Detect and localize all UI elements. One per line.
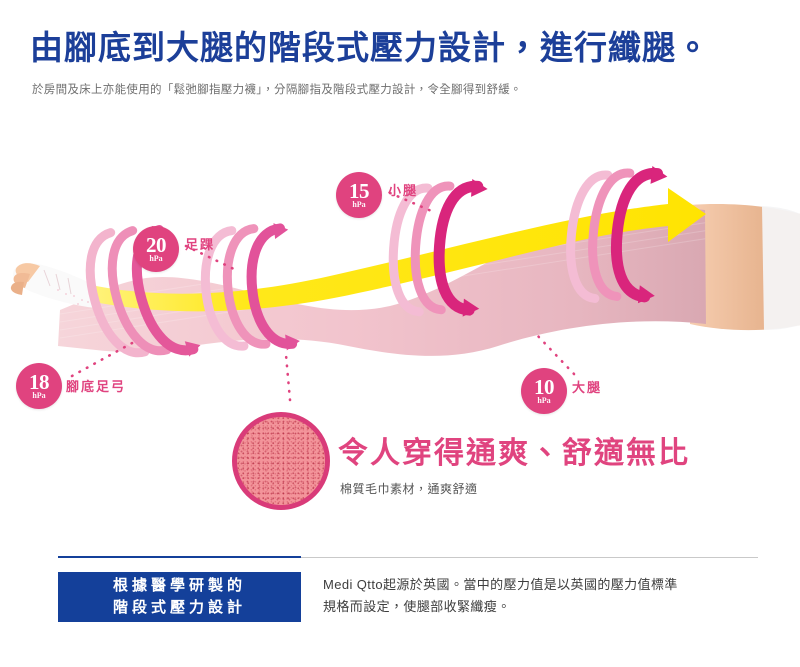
section-divider <box>58 557 758 558</box>
footer-tag: 根據醫學研製的 階段式壓力設計 <box>58 572 301 622</box>
page-subtitle: 於房間及床上亦能使用的「鬆弛腳指壓力襪」，分隔腳指及階段式壓力設計，令全腳得到舒… <box>32 84 522 96</box>
section-divider-accent <box>58 556 301 558</box>
footer-description-line2: 規格而設定，使腿部收緊纖瘦。 <box>323 599 511 614</box>
leader-swatch <box>284 353 292 402</box>
callout-unit-sole: hPa <box>32 391 46 400</box>
leader-thigh <box>534 332 576 376</box>
page-title: 由腳底到大腿的階段式壓力設計，進行纖腿。 <box>30 29 710 66</box>
callout-badge-ankle: 20 hPa <box>133 226 179 272</box>
callout-value-calf: 15 <box>349 179 370 203</box>
footer-band: 根據醫學研製的 階段式壓力設計 Medi Qtto起源於英國。當中的壓力值是以英… <box>58 572 758 624</box>
callout-value-ankle: 20 <box>146 233 167 257</box>
callout-badge-thigh: 10 hPa <box>521 368 567 414</box>
promo-caption: 棉質毛巾素材，通爽舒適 <box>340 482 478 496</box>
callout-badge-calf: 15 hPa <box>336 172 382 218</box>
fabric-texture <box>237 417 325 505</box>
callout-unit-thigh: hPa <box>537 396 551 405</box>
footer-tag-line1: 根據醫學研製的 <box>112 577 246 594</box>
callout-value-thigh: 10 <box>534 375 555 399</box>
footer-description-line1: Medi Qtto起源於英國。當中的壓力值是以英國的壓力值標準 <box>323 577 678 592</box>
leader-ankle <box>184 244 238 272</box>
compression-rings-calf <box>388 178 488 317</box>
callout-value-sole: 18 <box>29 370 50 394</box>
callout-unit-ankle: hPa <box>149 254 163 263</box>
leader-sole <box>70 340 136 378</box>
footer-description: Medi Qtto起源於英國。當中的壓力值是以英國的壓力值標準 規格而設定，使腿… <box>323 574 758 618</box>
compression-rings-thigh <box>566 165 668 304</box>
pressure-direction-arrow <box>94 188 706 312</box>
callout-label-sole: 腳底足弓 <box>66 379 127 394</box>
fabric-swatch <box>232 412 330 510</box>
garment-edge <box>762 206 800 330</box>
compression-rings-ankle <box>200 223 300 351</box>
callout-label-thigh: 大腿 <box>572 380 603 395</box>
callout-badge-sole: 18 hPa <box>16 363 62 409</box>
leader-lines <box>70 191 576 402</box>
leader-calf <box>388 191 438 215</box>
promo-headline: 令人穿得通爽、舒適無比 <box>338 437 690 470</box>
callout-label-ankle: 足踝 <box>185 237 216 252</box>
footer-tag-line2: 階段式壓力設計 <box>112 599 246 616</box>
toe-separator-sock <box>10 263 97 308</box>
callout-unit-calf: hPa <box>352 200 366 209</box>
callout-label-calf: 小腿 <box>388 183 419 198</box>
